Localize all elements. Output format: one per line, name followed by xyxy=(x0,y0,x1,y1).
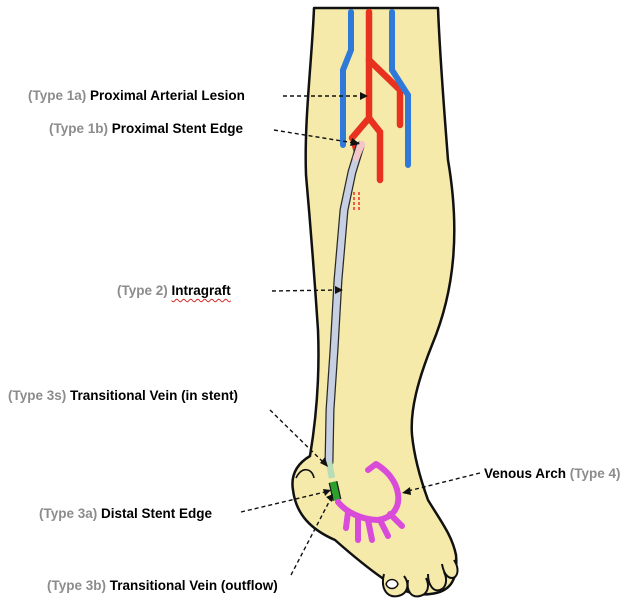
outflow-vein-segment xyxy=(333,482,337,500)
type-4-tag: (Type 4) xyxy=(570,466,621,481)
transitional-vein-outflow-label: Transitional Vein (outflow) xyxy=(110,578,278,593)
type-1b-tag: (Type 1b) xyxy=(49,121,108,136)
type-3b-tag: (Type 3b) xyxy=(47,578,106,593)
transitional-vein-in-stent-label: Transitional Vein (in stent) xyxy=(70,388,238,403)
label-type-4: Venous Arch (Type 4) xyxy=(484,466,621,482)
transitional-vein-in-stent xyxy=(329,462,332,478)
intragraft-label: Intragraft xyxy=(172,283,231,298)
type-3s-tag: (Type 3s) xyxy=(8,388,66,403)
proximal-stent-edge-label: Proximal Stent Edge xyxy=(112,121,243,136)
label-type-3s: (Type 3s) Transitional Vein (in stent) xyxy=(8,388,238,404)
label-type-1a: (Type 1a) Proximal Arterial Lesion xyxy=(28,88,245,104)
label-type-3b: (Type 3b) Transitional Vein (outflow) xyxy=(47,578,278,594)
leg-outline xyxy=(292,8,456,594)
toenail xyxy=(386,580,398,589)
distal-stent-edge-label: Distal Stent Edge xyxy=(101,506,212,521)
type-1a-tag: (Type 1a) xyxy=(28,88,86,103)
proximal-arterial-lesion-label: Proximal Arterial Lesion xyxy=(90,88,245,103)
type-3a-tag: (Type 3a) xyxy=(39,506,97,521)
label-type-3a: (Type 3a) Distal Stent Edge xyxy=(39,506,212,522)
type-2-tag: (Type 2) xyxy=(117,283,168,298)
venous-arch-label: Venous Arch xyxy=(484,466,566,481)
label-type-2: (Type 2) Intragraft xyxy=(117,283,231,299)
label-type-1b: (Type 1b) Proximal Stent Edge xyxy=(49,121,243,137)
